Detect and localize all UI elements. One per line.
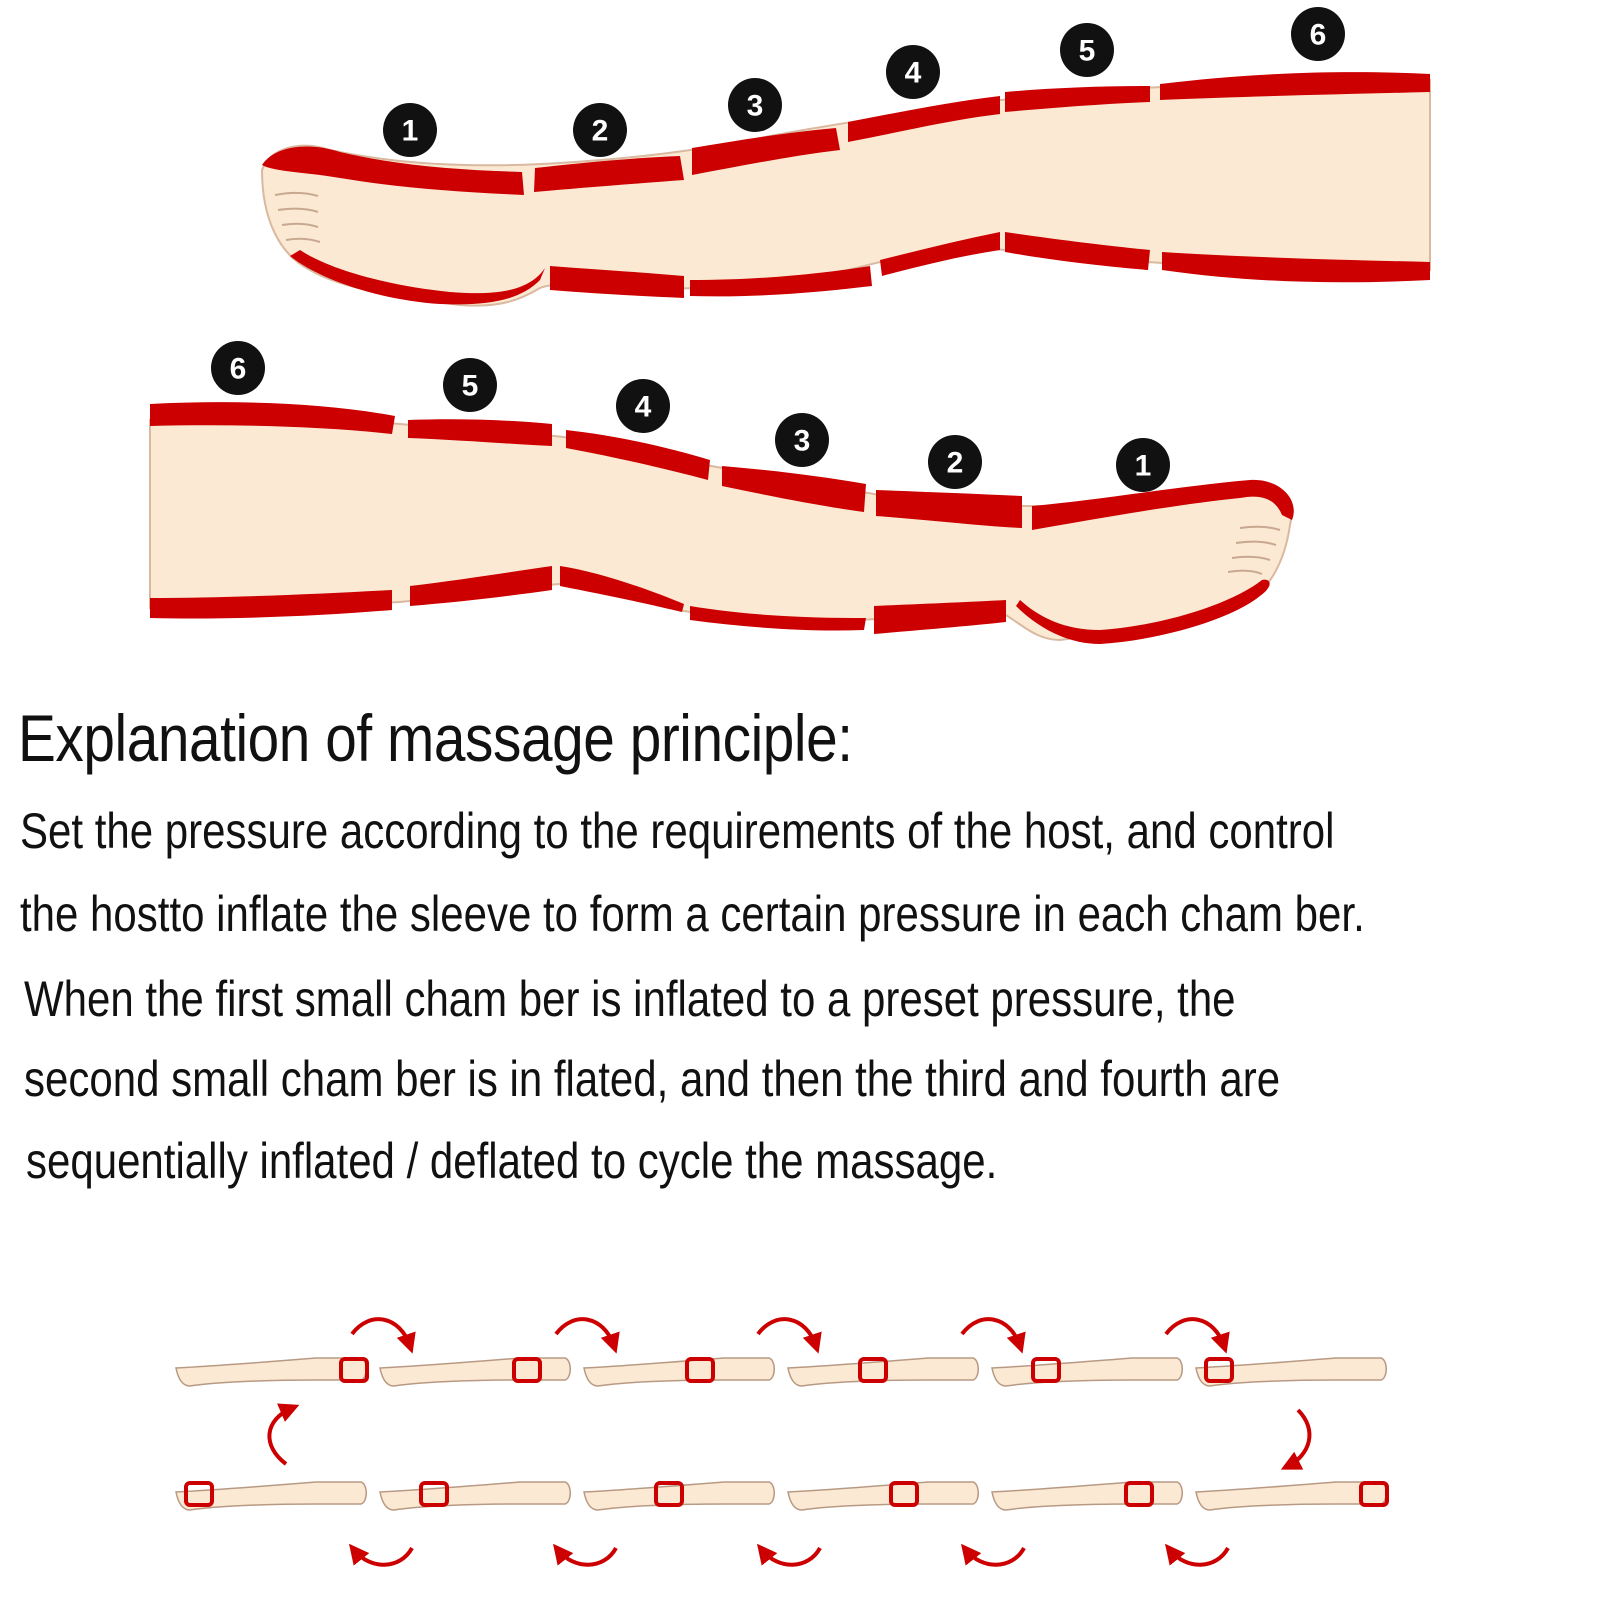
chambers-top-edge xyxy=(262,72,1430,195)
leg-diagram-bottom: 6 5 4 3 2 1 xyxy=(149,341,1294,644)
cycle-inflated-chamber xyxy=(1359,1481,1389,1507)
chamber-number: 2 xyxy=(947,447,964,480)
cycle-inflated-chamber xyxy=(858,1357,888,1383)
cycle-leg-body xyxy=(1195,1357,1387,1387)
cycle-leg-body xyxy=(787,1357,979,1387)
cycle-arrow-icon xyxy=(348,1543,414,1567)
cycle-leg xyxy=(991,1357,1183,1387)
heading: Explanation of massage principle: xyxy=(18,701,853,775)
cycle-arrow-icon xyxy=(756,1317,822,1354)
leg-diagram-top: 1 2 3 4 5 6 xyxy=(260,7,1431,307)
cycle-arrow-icon xyxy=(960,1317,1026,1354)
cycle-leg xyxy=(1195,1357,1387,1387)
chamber-number: 3 xyxy=(794,425,811,458)
cycle-arrow-icon xyxy=(1164,1543,1230,1567)
cycle-leg xyxy=(379,1481,571,1511)
cycle-arrow-icon xyxy=(756,1543,822,1567)
chamber-number: 5 xyxy=(462,370,479,403)
explanation-line-1: Set the pressure according to the requir… xyxy=(20,803,1335,859)
chamber-badge-4: 4 xyxy=(616,379,670,433)
chamber-badge-3: 3 xyxy=(775,413,829,467)
chamber-badge-1: 1 xyxy=(1116,438,1170,492)
cycle-leg xyxy=(175,1481,367,1511)
chamber-number: 6 xyxy=(230,353,247,386)
cycle-leg-body xyxy=(991,1357,1183,1387)
chamber-badge-6: 6 xyxy=(211,341,265,395)
explanation-line-3: When the first small cham ber is inflate… xyxy=(24,971,1236,1027)
cycle-arrow-icon xyxy=(1164,1317,1230,1354)
massage-cycle-diagram xyxy=(175,1317,1389,1567)
chamber-badge-5: 5 xyxy=(443,358,497,412)
cycle-inflated-chamber xyxy=(1204,1357,1234,1383)
cycle-leg xyxy=(1195,1481,1389,1511)
cycle-inflated-chamber xyxy=(1031,1357,1061,1383)
cycle-leg-body xyxy=(379,1481,571,1511)
explanation-line-2: the hostto inflate the sleeve to form a … xyxy=(20,886,1365,942)
cycle-inflated-chamber xyxy=(654,1481,684,1507)
chamber-badge-1: 1 xyxy=(383,103,437,157)
cycle-inflated-chamber xyxy=(1124,1481,1154,1507)
cycle-leg-body xyxy=(175,1481,367,1511)
cycle-arrow-icon xyxy=(554,1317,620,1354)
cycle-leg-body xyxy=(1195,1481,1387,1511)
chamber-number: 2 xyxy=(592,115,609,148)
cycle-inflated-chamber xyxy=(419,1481,449,1507)
cycle-arrow-icon xyxy=(1280,1408,1312,1470)
chamber-badge-5: 5 xyxy=(1060,23,1114,77)
chambers-top-edge xyxy=(150,402,1294,530)
chamber-number: 1 xyxy=(1135,450,1152,483)
cycle-leg xyxy=(379,1357,571,1387)
cycle-leg xyxy=(787,1357,979,1387)
toes xyxy=(274,191,321,243)
cycle-inflated-chamber xyxy=(512,1357,542,1383)
chambers-bottom-edge xyxy=(150,566,1270,644)
cycle-arrow-icon xyxy=(960,1543,1026,1567)
cycle-leg xyxy=(175,1357,369,1387)
cycle-leg-body xyxy=(583,1481,775,1511)
chamber-number: 4 xyxy=(905,57,922,90)
cycle-inflated-chamber xyxy=(889,1481,919,1507)
explanation-line-5: sequentially inflated / deflated to cycl… xyxy=(26,1133,998,1189)
cycle-leg-body xyxy=(175,1357,367,1387)
chamber-badge-3: 3 xyxy=(728,78,782,132)
cycle-arrow-icon xyxy=(267,1403,300,1466)
cycle-leg-body xyxy=(583,1357,775,1387)
cycle-inflated-chamber xyxy=(184,1481,214,1507)
explanation-line-4: second small cham ber is in flated, and … xyxy=(24,1051,1281,1107)
cycle-leg-body xyxy=(787,1481,979,1511)
cycle-leg xyxy=(583,1481,775,1511)
chamber-badge-4: 4 xyxy=(886,45,940,99)
chamber-number: 3 xyxy=(747,90,764,123)
chamber-badge-2: 2 xyxy=(573,103,627,157)
chamber-number: 1 xyxy=(402,115,419,148)
cycle-inflated-chamber xyxy=(339,1357,369,1383)
chamber-number: 4 xyxy=(635,391,652,424)
chamber-badge-2: 2 xyxy=(928,435,982,489)
toes xyxy=(1227,525,1281,575)
cycle-leg xyxy=(583,1357,775,1387)
cycle-leg xyxy=(787,1481,979,1511)
chambers-bottom-edge xyxy=(290,232,1430,305)
cycle-arrow-icon xyxy=(552,1543,618,1567)
cycle-leg xyxy=(991,1481,1183,1511)
chamber-number: 5 xyxy=(1079,35,1096,68)
chamber-badge-6: 6 xyxy=(1291,7,1345,61)
chamber-number: 6 xyxy=(1310,19,1327,52)
cycle-inflated-chamber xyxy=(685,1357,715,1383)
cycle-arrow-icon xyxy=(350,1317,416,1354)
